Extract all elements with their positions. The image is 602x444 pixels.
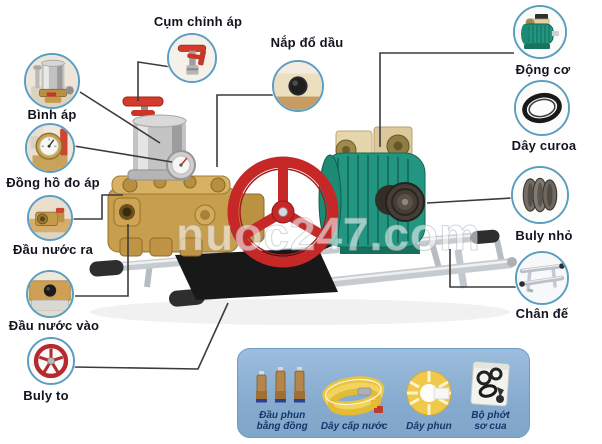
accessory-nozzles: Đầu phun bằng đồng <box>250 365 314 432</box>
accessory-spray-hose: Dây phun <box>394 368 464 432</box>
label-dau-nuoc-vao: Đầu nước vào <box>8 318 100 333</box>
accessory-label: Đầu phun bằng đồng <box>256 409 308 432</box>
accessory-label: Dây phun <box>406 420 452 432</box>
leader-nap-do-dau <box>216 94 273 167</box>
label-day-curoa: Dây curoa <box>511 138 577 153</box>
included-accessories-panel: Đầu phun bằng đồng Dây cấp nước <box>237 348 530 438</box>
day-curoa-thumbnail <box>514 80 570 136</box>
supply-hose-icon <box>322 376 385 416</box>
oil-cap-icon <box>274 62 322 110</box>
small-pulley-icon <box>513 168 567 222</box>
nap-do-dau-thumbnail <box>272 60 324 112</box>
leader-dong-ho-do-ap <box>73 145 173 163</box>
accessory-label: Dây cấp nước <box>320 420 388 432</box>
label-cum-chinh-ap: Cụm chỉnh áp <box>153 14 243 29</box>
label-dong-ho-do-ap: Đồng hồ đo áp <box>6 175 100 190</box>
dong-ho-do-ap-thumbnail <box>25 123 75 173</box>
label-dong-co: Động cơ <box>515 62 571 77</box>
label-buly-to: Buly to <box>23 388 69 403</box>
stand-frame-icon <box>517 253 567 303</box>
seal-kit-bag-icon <box>470 361 511 407</box>
dau-nuoc-ra-thumbnail <box>27 195 73 241</box>
pressure-gauge-icon <box>27 125 73 171</box>
leader-binh-ap <box>79 91 161 144</box>
leader-dong-co <box>379 52 514 147</box>
water-outlet-icon <box>29 197 71 239</box>
flywheel <box>227 156 339 268</box>
accessory-label: Bộ phớt sơ cua <box>471 409 510 432</box>
label-chan-de: Chân đế <box>515 306 569 321</box>
label-buly-nho: Buly nhỏ <box>515 228 573 243</box>
watermark-text: nuoc247.com <box>176 208 481 260</box>
label-dau-nuoc-ra: Đầu nước ra <box>12 242 94 257</box>
big-pulley-icon <box>29 339 73 383</box>
leader-buly-to <box>73 302 229 370</box>
leader-chan-de <box>449 249 516 288</box>
air-chamber <box>122 96 196 181</box>
leader-buly-nho <box>426 197 513 204</box>
water-inlet-icon <box>28 272 72 316</box>
accessory-seal-kit: Bộ phớt sơ cua <box>464 361 517 432</box>
leader-dau-nuoc-ra <box>72 194 123 220</box>
spray-hose-icon <box>406 370 452 416</box>
binh-ap-thumbnail <box>24 53 80 109</box>
buly-nho-thumbnail <box>511 166 569 224</box>
machine-shadow <box>90 299 510 325</box>
brass-nozzles-icon <box>256 366 306 403</box>
leader-dau-nuoc-vao <box>75 224 129 297</box>
leader-cum-chinh-ap <box>137 61 172 101</box>
chan-de-thumbnail <box>515 251 569 305</box>
leader-lines <box>72 52 516 370</box>
pressure-tank-icon <box>26 55 78 107</box>
v-belt-icon <box>516 82 568 134</box>
dong-co-thumbnail <box>513 5 567 59</box>
dau-nuoc-vao-thumbnail <box>26 270 74 318</box>
cum-chinh-ap-thumbnail <box>167 33 217 83</box>
label-binh-ap: Bình áp <box>27 107 77 122</box>
buly-to-thumbnail <box>27 337 75 385</box>
accessory-supply-hose: Dây cấp nước <box>314 370 394 432</box>
label-nap-do-dau: Nắp đổ dầu <box>270 35 344 50</box>
motor <box>318 126 426 254</box>
motor-icon <box>515 7 565 57</box>
pressure-regulator-icon <box>169 35 215 81</box>
